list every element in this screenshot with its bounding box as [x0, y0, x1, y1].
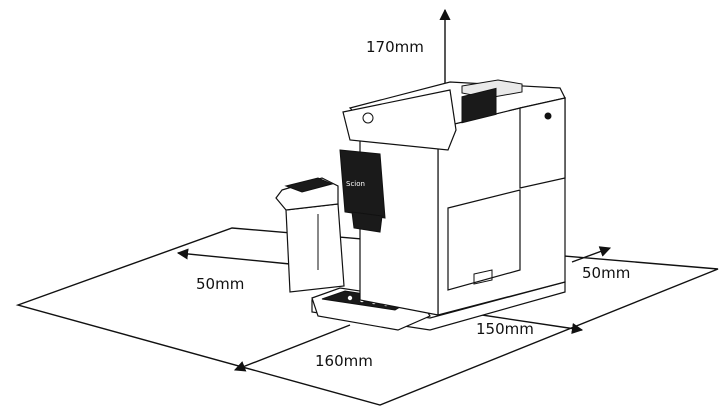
side-panel	[447, 189, 521, 291]
floor-clearance-area	[15, 227, 719, 406]
power-button-icon	[362, 112, 374, 124]
machine-head	[342, 89, 457, 151]
coffee-spout	[339, 149, 386, 219]
side-button-icon	[473, 269, 493, 285]
dimension-line-right	[571, 246, 612, 263]
coffee-machine: Scion	[275, 79, 566, 331]
label-top-clearance: 170mm	[366, 38, 424, 56]
milk-jug-top	[284, 177, 334, 193]
water-tank	[519, 97, 566, 189]
label-left-clearance: 50mm	[196, 275, 244, 293]
label-back-right-clearance: 150mm	[476, 320, 534, 338]
vent-grille	[461, 87, 497, 124]
label-right-clearance: 50mm	[582, 264, 630, 282]
label-front-clearance: 160mm	[315, 352, 373, 370]
dimension-line-front	[233, 324, 351, 372]
dimension-line-left	[176, 248, 291, 265]
brand-text: Scion	[346, 180, 365, 188]
milk-jug-body	[285, 203, 345, 293]
spout-nozzle	[351, 211, 383, 233]
